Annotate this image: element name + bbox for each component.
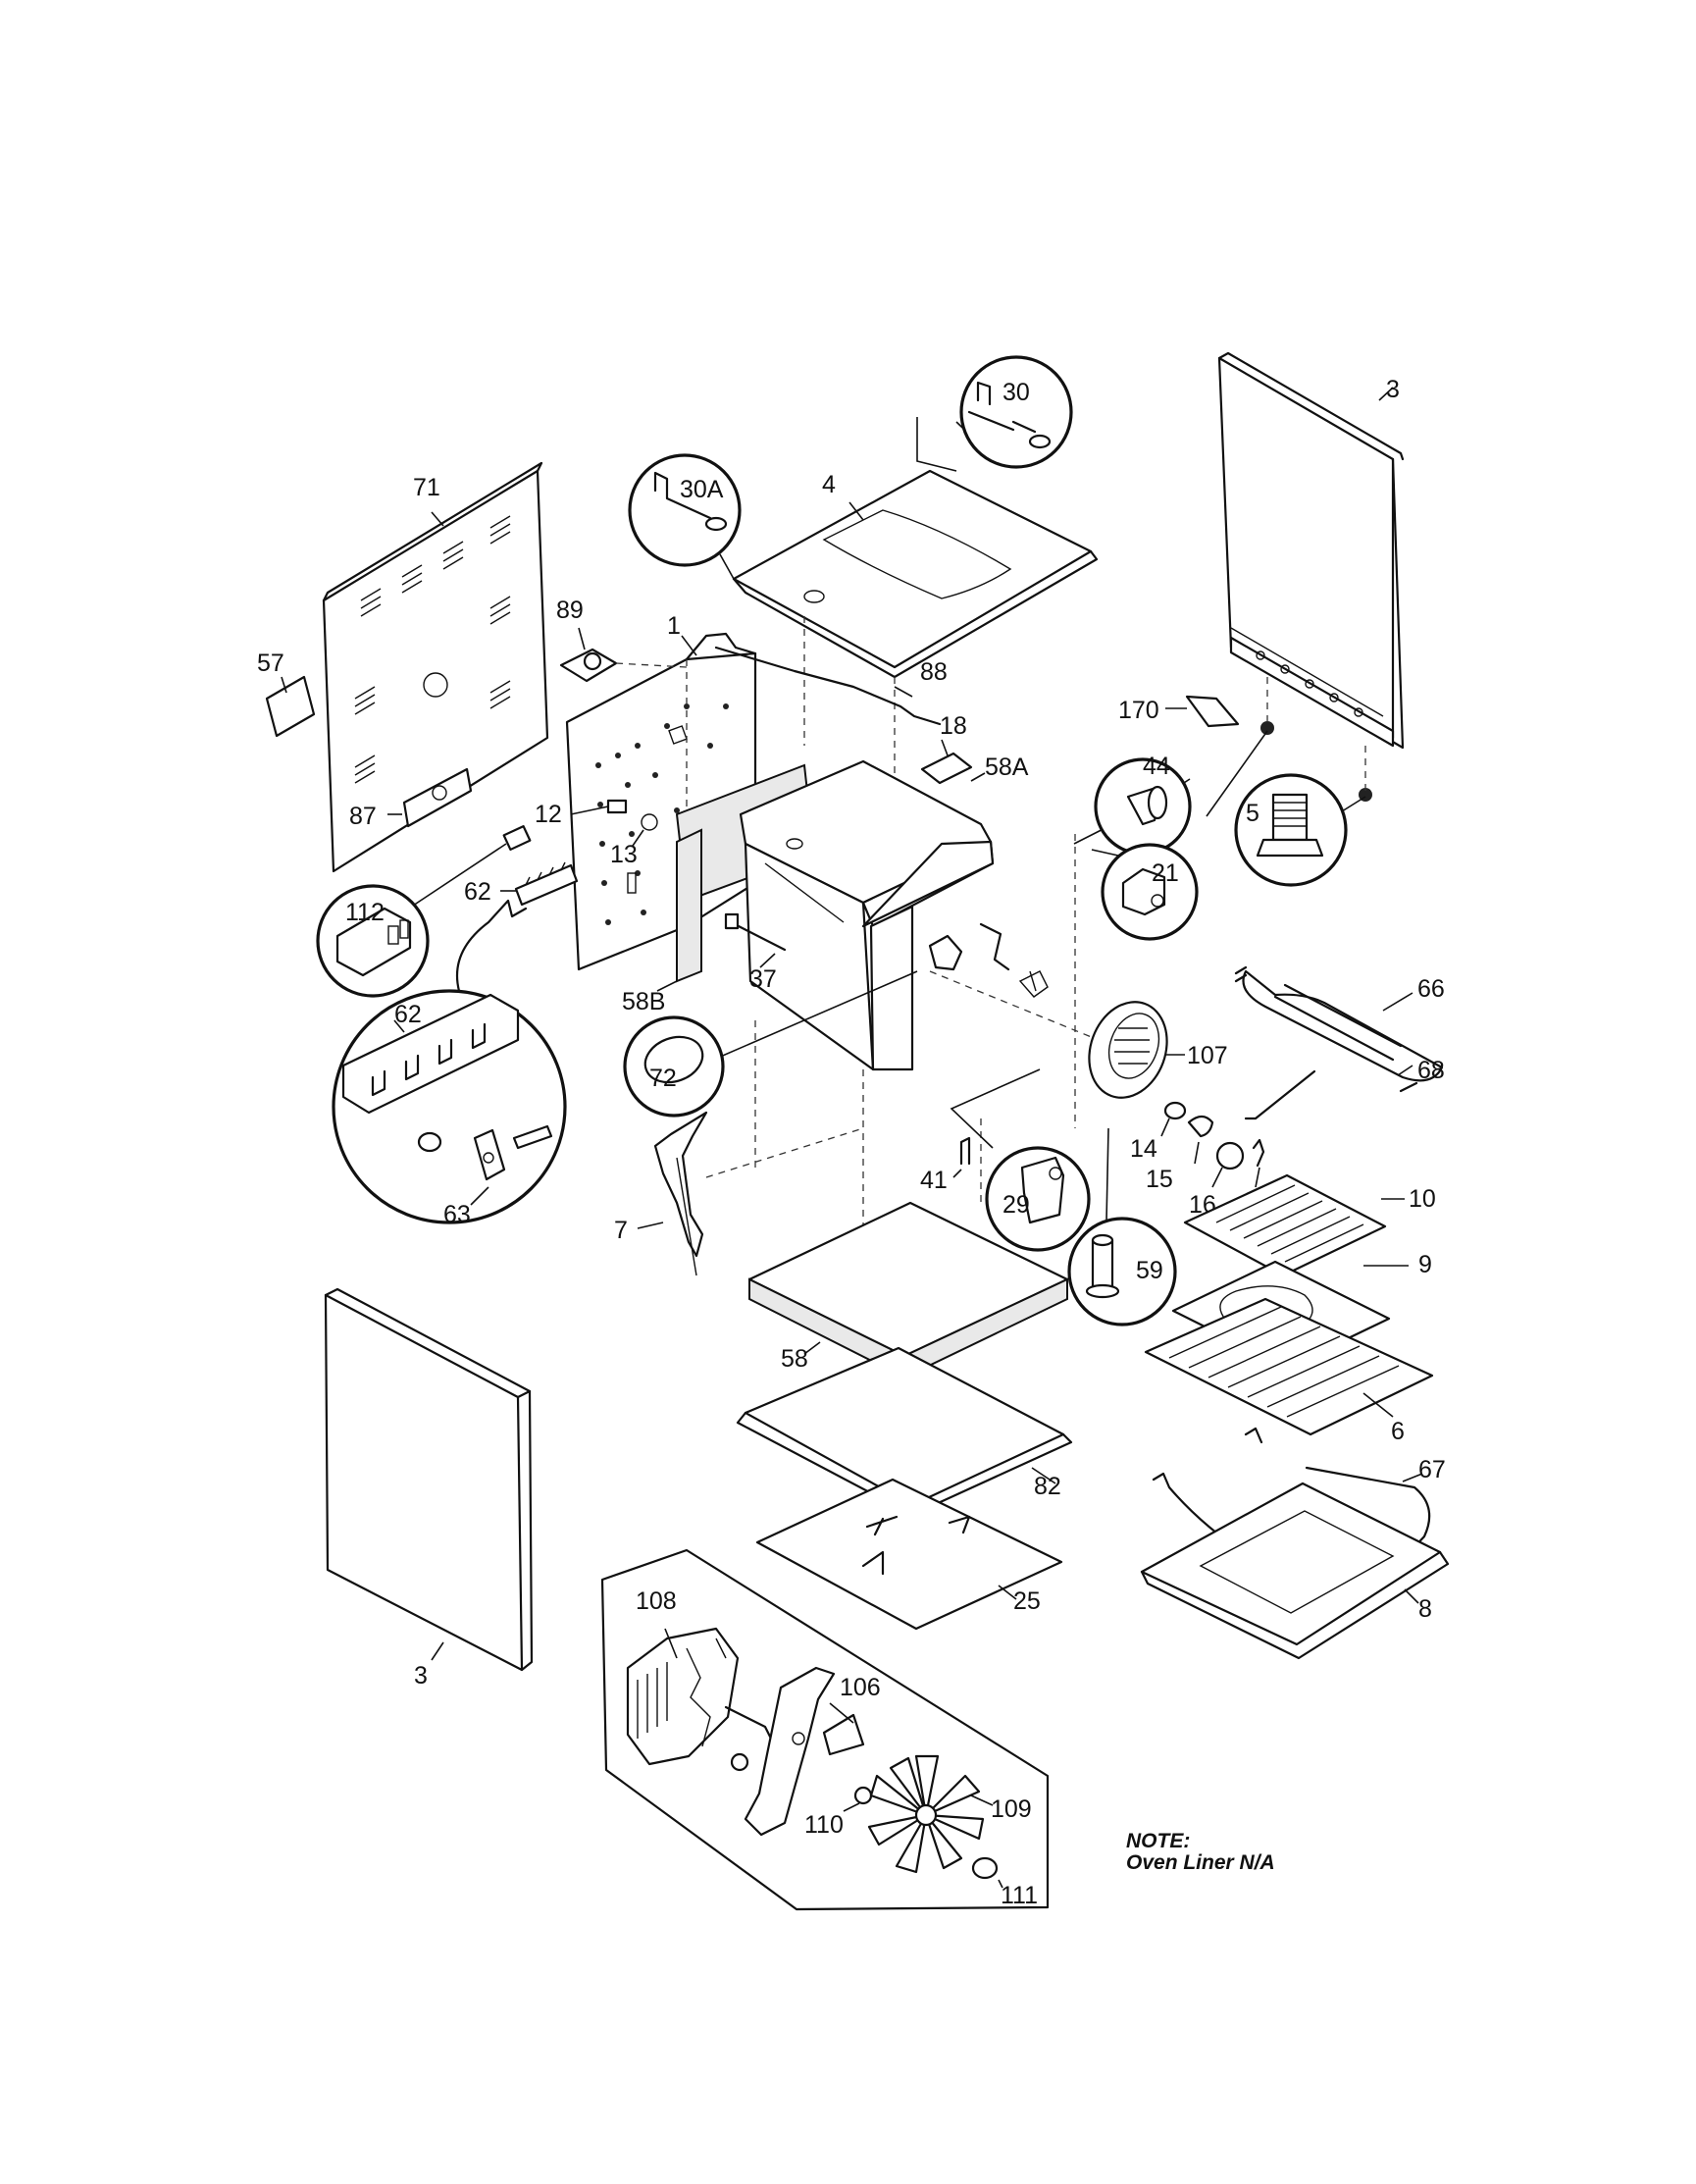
- label-89: 89: [556, 597, 584, 624]
- label-68: 68: [1417, 1057, 1445, 1084]
- note-text: Oven Liner N/A: [1126, 1851, 1275, 1874]
- sensor-37: [724, 912, 787, 968]
- label-71: 71: [413, 474, 440, 501]
- label-58: 58: [781, 1345, 808, 1373]
- ring-13: [632, 813, 658, 847]
- label-3-top: 3: [1386, 376, 1400, 403]
- label-62: 62: [394, 1001, 422, 1028]
- fan-blade-109: [867, 1754, 994, 1874]
- insulation-58: [747, 1201, 1069, 1379]
- washer-110: [730, 1752, 873, 1812]
- label-109: 109: [991, 1795, 1032, 1823]
- label-9: 9: [1418, 1251, 1432, 1278]
- label-18: 18: [940, 712, 967, 740]
- label-5: 5: [1246, 800, 1259, 827]
- label-63: 63: [443, 1201, 471, 1228]
- label-15: 15: [1146, 1166, 1173, 1193]
- bracket-170: [1165, 677, 1372, 802]
- label-7: 7: [614, 1217, 628, 1244]
- label-29: 29: [1002, 1191, 1030, 1219]
- hinge-7: [637, 1111, 864, 1276]
- label-106: 106: [840, 1674, 881, 1701]
- label-12: 12: [535, 801, 562, 828]
- nut-111: [971, 1856, 1003, 1889]
- plate-57: [265, 675, 316, 738]
- callout-21: [1091, 843, 1199, 941]
- label-37: 37: [749, 965, 777, 993]
- callout-30A: [628, 453, 742, 580]
- callout-112: [316, 843, 507, 998]
- label-4: 4: [822, 471, 836, 498]
- callout-44: [1073, 757, 1192, 856]
- label-170: 170: [1118, 697, 1159, 724]
- back-panel-71: [322, 461, 549, 873]
- label-57: 57: [257, 650, 284, 677]
- bracket-89: [559, 627, 688, 683]
- label-111: 111: [1001, 1882, 1038, 1909]
- oven-rack-6: [1144, 1297, 1434, 1436]
- label-82: 82: [1034, 1473, 1061, 1500]
- fan-cover-107: [1088, 1001, 1185, 1099]
- light-parts: [1160, 1101, 1265, 1188]
- label-88: 88: [920, 658, 948, 686]
- latch-41: [952, 1136, 971, 1178]
- motor-108: [626, 1627, 777, 1766]
- callout-29: [950, 1068, 1091, 1252]
- label-58A: 58A: [985, 754, 1029, 781]
- label-67: 67: [1418, 1456, 1446, 1483]
- callout-72: [623, 970, 918, 1118]
- label-25: 25: [1013, 1587, 1041, 1615]
- callout-5: [1206, 730, 1366, 887]
- label-72: 72: [649, 1065, 677, 1092]
- side-panel-right: [1217, 351, 1405, 750]
- fan-assembly-box: [600, 1548, 1050, 1911]
- element-66: [1234, 965, 1444, 1120]
- label-30: 30: [1002, 379, 1030, 406]
- oven-wrap: [656, 759, 1076, 1226]
- callout-62: [332, 899, 567, 1224]
- label-14: 14: [1130, 1135, 1157, 1163]
- label-108: 108: [636, 1587, 677, 1615]
- label-21: 21: [1152, 859, 1179, 887]
- label-62-small: 62: [464, 878, 491, 906]
- label-110: 110: [804, 1811, 844, 1839]
- label-107: 107: [1187, 1042, 1228, 1069]
- note-title: NOTE:: [1126, 1830, 1191, 1852]
- panel-25: [755, 1478, 1063, 1631]
- top-panel-4: [732, 469, 1099, 805]
- drip-pan-8: [1140, 1482, 1450, 1660]
- label-30A: 30A: [680, 476, 724, 503]
- note: NOTE: Oven Liner N/A: [1126, 1831, 1275, 1874]
- callout-30: [916, 355, 1073, 472]
- label-58B: 58B: [622, 988, 665, 1015]
- label-8: 8: [1418, 1595, 1432, 1623]
- label-3-bottom: 3: [414, 1662, 428, 1690]
- label-87: 87: [349, 803, 377, 830]
- label-1: 1: [667, 612, 681, 640]
- label-59: 59: [1136, 1257, 1163, 1284]
- label-6: 6: [1391, 1418, 1405, 1445]
- convection-bracket: [928, 922, 1100, 1041]
- bracket-106: [744, 1666, 865, 1837]
- connector-62-small: [500, 825, 579, 907]
- bracket-18: [920, 739, 973, 785]
- label-10: 10: [1409, 1185, 1436, 1213]
- label-112: 112: [345, 899, 385, 926]
- label-66: 66: [1417, 975, 1445, 1003]
- wire-88: [714, 646, 942, 726]
- label-41: 41: [920, 1167, 948, 1194]
- broil-grid-10: [1183, 1173, 1405, 1277]
- label-13: 13: [610, 841, 638, 868]
- callout-59: [1067, 1127, 1177, 1326]
- part-12: [570, 799, 628, 815]
- label-44: 44: [1143, 753, 1170, 780]
- side-panel-left: [324, 1287, 534, 1672]
